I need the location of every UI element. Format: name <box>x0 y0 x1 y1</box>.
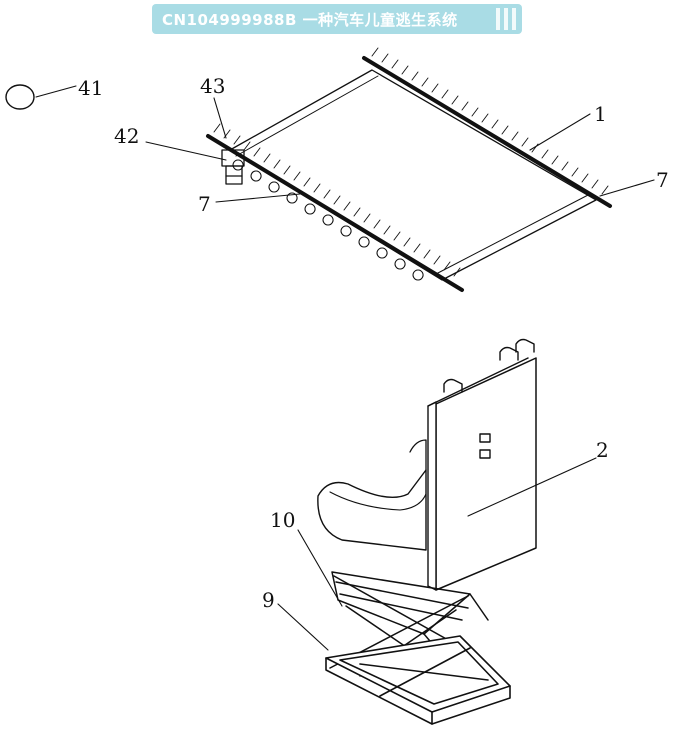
banner-stripes-icon <box>496 8 518 30</box>
seat-hooks <box>443 338 535 393</box>
seat-bucket <box>317 469 427 551</box>
label-1: 1 <box>594 102 607 126</box>
patent-title: CN104999988B 一种汽车儿童逃生系统 <box>162 11 458 29</box>
child-seat <box>277 338 597 725</box>
leader-lines-top <box>35 85 655 203</box>
label-41: 41 <box>78 76 104 100</box>
label-2: 2 <box>596 438 609 462</box>
seat-back <box>435 357 537 591</box>
label-10: 10 <box>270 508 296 532</box>
part-41-ball <box>5 84 35 110</box>
seat-back-button-lower <box>479 449 491 459</box>
leader-lines-bottom <box>277 457 597 651</box>
label-42: 42 <box>114 124 140 148</box>
patent-banner: CN104999988B 一种汽车儿童逃生系统 <box>152 4 522 34</box>
rail-near-beads <box>232 159 424 281</box>
label-43: 43 <box>200 74 226 98</box>
label-9: 9 <box>262 588 275 612</box>
blind-sheet <box>229 69 597 281</box>
seat-base <box>325 635 511 725</box>
label-7-left: 7 <box>198 192 211 216</box>
rail-hatching <box>213 47 609 277</box>
part-42-motor <box>221 149 245 185</box>
rail-far <box>362 56 612 208</box>
seat-back-button-upper <box>479 433 491 443</box>
cover-assembly <box>5 47 655 292</box>
label-7-right: 7 <box>656 168 669 192</box>
rail-near <box>206 134 464 292</box>
